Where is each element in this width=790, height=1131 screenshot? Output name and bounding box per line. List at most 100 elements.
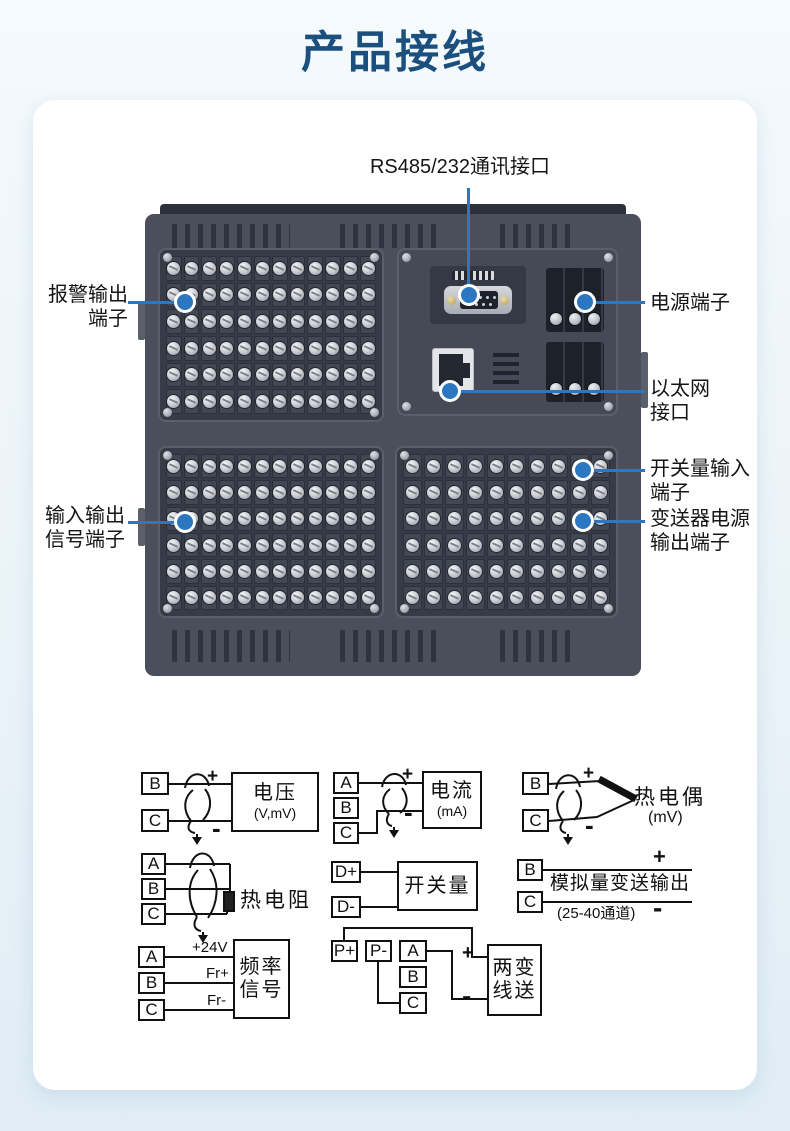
screw-terminal — [183, 585, 200, 610]
terminal-screw-icon — [290, 538, 304, 552]
screw-terminal — [325, 389, 341, 414]
screw-terminal — [465, 559, 485, 584]
vent-grille — [500, 224, 578, 248]
screw-terminal — [201, 533, 217, 558]
screw-terminal — [423, 506, 443, 531]
screw-terminal — [201, 559, 217, 584]
terminal-voltage-C: C — [141, 809, 169, 832]
label-switch-input: 开关量输入 端子 — [650, 458, 750, 504]
screw-terminal — [342, 389, 359, 414]
screw-terminal — [360, 559, 376, 584]
power-screw — [568, 383, 581, 395]
screw-terminal — [549, 480, 569, 505]
terminal-screw-icon — [361, 261, 375, 275]
screw-terminal — [325, 480, 341, 505]
screw-terminal — [444, 480, 464, 505]
terminal-screw-icon — [167, 591, 181, 605]
mounting-tab — [641, 352, 648, 408]
terminal-screw-icon — [361, 591, 375, 605]
screw-terminal — [325, 362, 341, 388]
screw-terminal — [342, 282, 359, 308]
terminal-screw-icon — [343, 485, 357, 499]
screw-terminal — [444, 506, 464, 531]
screw-terminal — [289, 506, 306, 531]
terminal-screw-icon — [326, 538, 340, 552]
terminal-screw-icon — [343, 315, 357, 329]
terminal-freq-C: C — [138, 999, 165, 1021]
terminal-screw-icon — [343, 591, 357, 605]
terminal-screw-icon — [326, 315, 340, 329]
terminal-screw-icon — [426, 485, 440, 499]
terminal-screw-icon — [237, 485, 251, 499]
screw-terminal — [423, 454, 443, 479]
terminal-analog-C: C — [517, 891, 543, 913]
screw-terminal — [591, 533, 610, 558]
terminal-rtd-C: C — [141, 903, 166, 925]
terminal-screw-icon — [290, 288, 304, 302]
terminal-voltage-B: B — [141, 772, 169, 795]
terminal-screw-icon — [202, 459, 216, 473]
terminal-screw-icon — [552, 591, 566, 605]
terminal-screw-icon — [273, 591, 287, 605]
screw-terminal — [325, 309, 341, 334]
terminal-screw-icon — [167, 315, 181, 329]
callout-line-ethernet — [458, 390, 645, 393]
terminal-screw-icon — [184, 564, 198, 578]
screw-terminal — [219, 559, 235, 584]
terminal-screw-icon — [361, 341, 375, 355]
terminal-screw-icon — [326, 395, 340, 409]
screw-terminal — [289, 256, 306, 281]
terminal-screw-icon — [326, 485, 340, 499]
terminal-screw-icon — [594, 564, 608, 578]
screw-terminal — [166, 585, 182, 610]
screw-terminal — [444, 559, 464, 584]
screw-terminal — [528, 585, 548, 610]
vent-grille — [340, 224, 437, 248]
screw-terminal — [254, 335, 270, 361]
terminal-screw-icon — [237, 368, 251, 382]
screw-terminal — [272, 389, 288, 414]
callout-dot-power — [574, 291, 596, 313]
screw-terminal — [254, 506, 270, 531]
terminal-screw-icon — [468, 564, 482, 578]
terminal-screw-icon — [202, 395, 216, 409]
analog-name: 模拟量变送输出 — [550, 873, 691, 894]
terminal-screw-icon — [405, 538, 419, 552]
screw-terminal — [289, 585, 306, 610]
panel-corner-screw — [400, 451, 409, 460]
screw-terminal — [219, 256, 235, 281]
terminal-screw-icon — [184, 341, 198, 355]
screw-terminal — [201, 335, 217, 361]
screw-terminal — [254, 454, 270, 479]
screw-terminal — [507, 559, 527, 584]
screw-terminal — [254, 362, 270, 388]
terminal-screw-icon — [426, 564, 440, 578]
terminal-screw-icon — [447, 538, 461, 552]
tc-name: 热电偶 — [634, 786, 706, 809]
terminal-screw-icon — [343, 288, 357, 302]
screw-terminal — [236, 506, 253, 531]
terminal-2wire-C: C — [399, 992, 427, 1014]
mounting-tab — [138, 508, 145, 546]
screw-terminal — [360, 282, 376, 308]
label-alarm-output: 报警输出 端子 — [48, 284, 128, 330]
screw-terminal — [528, 533, 548, 558]
screw-terminal — [201, 585, 217, 610]
screw-terminal — [570, 559, 590, 584]
screw-terminal — [254, 389, 270, 414]
screw-terminal — [507, 454, 527, 479]
screw-terminal — [342, 506, 359, 531]
screw-terminal — [289, 389, 306, 414]
terminal-screw-icon — [290, 591, 304, 605]
io-signal-terminal-block — [158, 446, 384, 618]
screw-terminal — [360, 389, 376, 414]
screw-terminal — [325, 256, 341, 281]
panel-corner-screw — [604, 604, 613, 613]
screw-terminal — [307, 585, 323, 610]
terminal-screw-icon — [255, 485, 269, 499]
screw-terminal — [272, 335, 288, 361]
screw-terminal — [528, 559, 548, 584]
screw-terminal — [342, 309, 359, 334]
terminal-screw-icon — [594, 512, 608, 526]
panel-corner-screw — [163, 253, 172, 262]
